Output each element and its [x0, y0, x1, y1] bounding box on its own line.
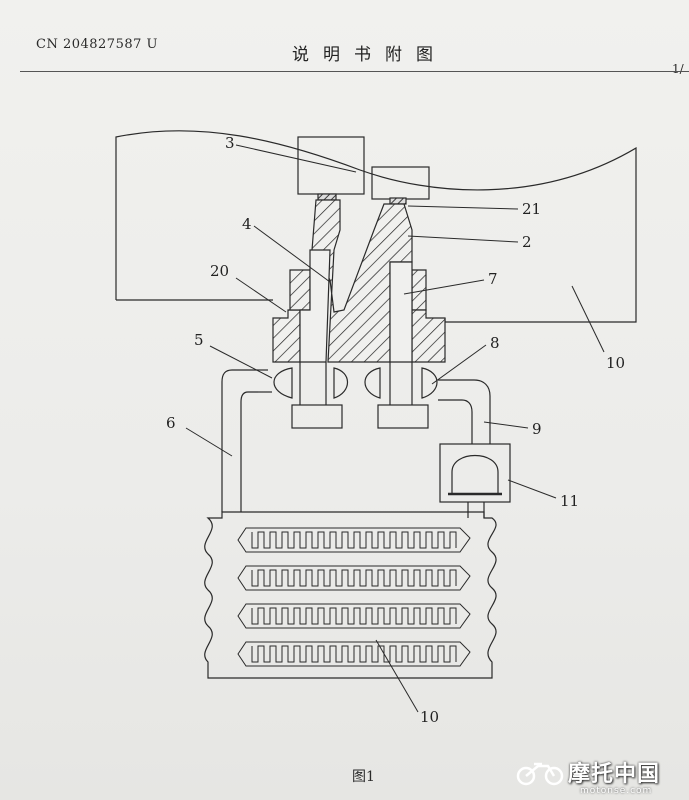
callout-10-top: 10 — [606, 354, 626, 372]
callout-5: 5 — [194, 331, 204, 349]
collar-right — [377, 404, 429, 429]
flange-left-upper — [289, 269, 311, 311]
callout-10-bottom: 10 — [420, 708, 440, 726]
bulb-right — [364, 367, 438, 399]
callout-20: 20 — [210, 262, 230, 280]
filter-box — [439, 443, 511, 503]
callout-3: 3 — [225, 134, 235, 152]
page-title: 说明书附图 — [292, 45, 447, 65]
patent-number: CN 204827587 U — [36, 37, 158, 52]
pipe-left-inner — [240, 391, 258, 512]
watermark-site: motonse.com — [580, 786, 653, 796]
page-number: 1/ — [672, 62, 684, 76]
leader-lines — [185, 144, 605, 713]
callout-6: 6 — [166, 414, 176, 432]
header-rule — [20, 71, 689, 72]
callout-4: 4 — [242, 215, 252, 233]
callout-8: 8 — [490, 334, 500, 352]
motorcycle-logo-icon — [516, 762, 564, 786]
figure-caption: 图1 — [352, 769, 375, 785]
callout-21: 21 — [522, 200, 542, 218]
cap-left — [317, 193, 337, 201]
callout-11: 11 — [560, 492, 580, 510]
pipe-right-inner — [438, 399, 473, 444]
callout-9: 9 — [532, 420, 542, 438]
radiator-shell — [204, 511, 497, 679]
flange-left — [272, 309, 301, 363]
callout-7: 7 — [488, 270, 498, 288]
radiator-coils — [237, 527, 471, 667]
cap-right — [389, 197, 407, 205]
callout-2: 2 — [522, 233, 532, 251]
right-channel — [389, 261, 413, 363]
collar-left — [291, 404, 343, 429]
watermark: 摩托中国 — [512, 754, 682, 790]
filter-dome — [451, 454, 499, 495]
pipe-left-outer — [221, 369, 258, 512]
top-block-left — [297, 136, 365, 195]
flange-right-lower — [411, 309, 446, 363]
flange-right — [411, 269, 427, 311]
pipe-right-outer — [438, 379, 491, 444]
central-valve-body — [311, 199, 413, 363]
bulb-left — [273, 367, 349, 399]
top-block-right — [371, 166, 430, 200]
watermark-text: 摩托中国 — [568, 762, 661, 787]
